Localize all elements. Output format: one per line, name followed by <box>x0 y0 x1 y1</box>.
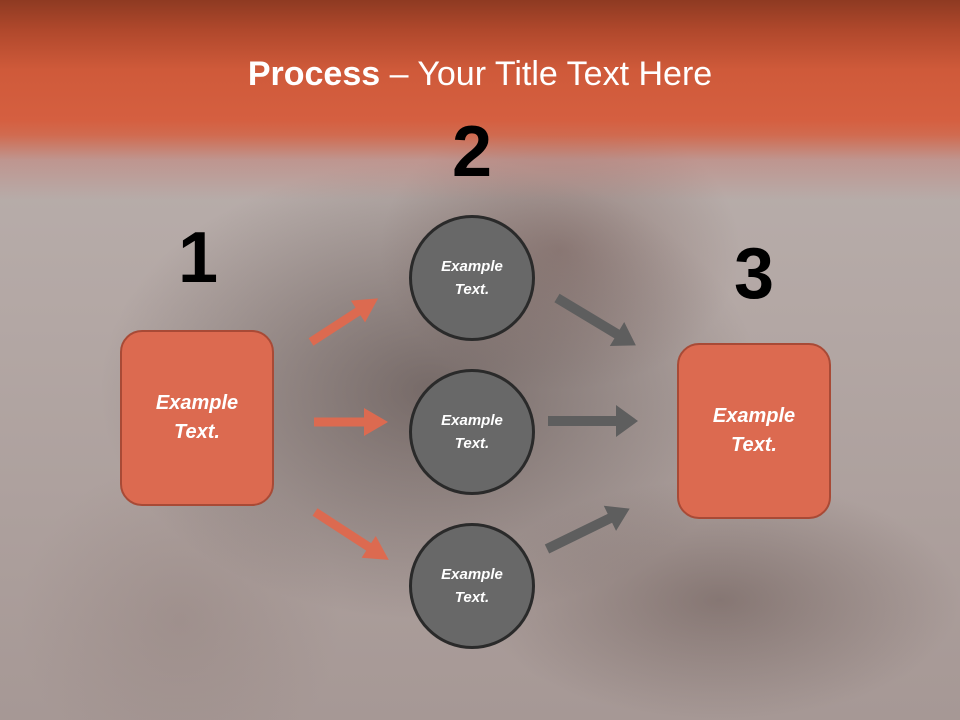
header-band <box>0 0 960 200</box>
gray-arrow-up <box>544 505 630 554</box>
circle-bottom-label: Example Text. <box>441 566 503 606</box>
step-number-1: 1 <box>177 218 219 298</box>
gray-arrow-down <box>554 293 636 347</box>
step-number-3: 3 <box>733 234 775 314</box>
circle-node-bottom: Example Text. <box>409 523 535 649</box>
target-box-label: Example Text. <box>712 405 796 456</box>
target-box: Example Text. <box>677 343 831 519</box>
circle-node-top: Example Text. <box>409 215 535 341</box>
step-number-2: 2 <box>451 112 493 192</box>
orange-arrow-down <box>312 508 389 560</box>
slide-title: Process – Your Title Text Here <box>0 52 960 96</box>
source-box-label: Example Text. <box>155 392 239 443</box>
gray-arrow-right <box>548 405 638 437</box>
orange-arrow-up <box>308 298 379 346</box>
orange-arrow-right <box>314 408 388 436</box>
title-bold: Process <box>247 55 381 93</box>
source-box: Example Text. <box>120 330 274 506</box>
title-rest: – Your Title Text Here <box>380 55 713 93</box>
circle-middle-label: Example Text. <box>441 412 503 452</box>
circle-node-middle: Example Text. <box>409 369 535 495</box>
circle-top-label: Example Text. <box>441 258 503 298</box>
